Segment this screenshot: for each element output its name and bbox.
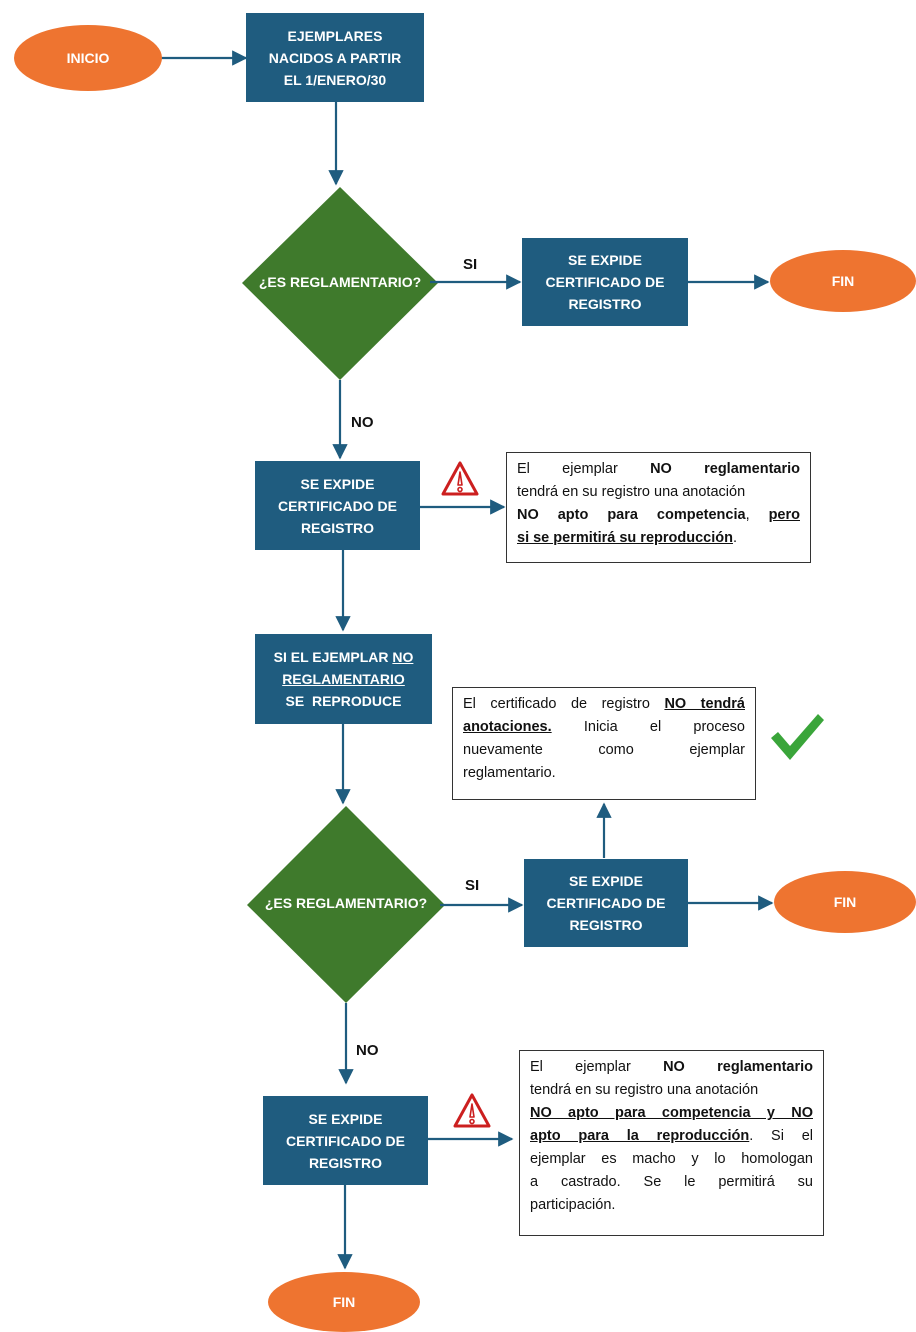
note2-line1-a: El certificado de registro xyxy=(463,696,665,712)
cert2-line1: SE EXPIDE xyxy=(300,475,375,492)
start-label: INICIO xyxy=(66,50,110,66)
cert1-line2: CERTIFICADO DE xyxy=(545,274,665,290)
start-terminal: INICIO xyxy=(14,25,162,91)
decision2-no-label: NO xyxy=(356,1042,379,1059)
note3-line2: tendrá en su registro una anotación xyxy=(530,1082,759,1098)
note3-line4: apto para la reproducción. Si el xyxy=(530,1125,813,1148)
step2-line3: SE REPRODUCE xyxy=(285,693,402,709)
decision2-diamond xyxy=(247,806,445,1003)
note-no-apto-competencia: El ejemplar NO reglamentario tendrá en s… xyxy=(506,452,811,563)
note1-line4: si se permitirá su reproducción. xyxy=(517,527,800,550)
end1-label: FIN xyxy=(831,273,855,289)
note2-line4: reglamentario. xyxy=(463,765,556,781)
note1-line3-c: pero xyxy=(768,507,800,523)
cert3-line2: CERTIFICADO DE xyxy=(546,895,666,911)
note3-line1: El ejemplar NO reglamentario xyxy=(530,1056,813,1079)
step1-line2: NACIDOS A PARTIR xyxy=(268,49,402,66)
cert2-line2: CERTIFICADO DE xyxy=(278,497,397,514)
end2-label: FIN xyxy=(833,894,857,910)
end3-label: FIN xyxy=(332,1294,356,1310)
note2-line3: nuevamente como ejemplar xyxy=(463,742,745,758)
note1-line3: NO apto para competencia, pero xyxy=(517,504,800,527)
note1-line3-a: NO apto para competencia xyxy=(517,507,746,523)
cert4-line1: SE EXPIDE xyxy=(308,1110,383,1127)
cert3-line1: SE EXPIDE xyxy=(569,873,643,889)
note2-line1: El certificado de registro NO tendrá xyxy=(463,693,745,716)
note1-line1-b: NO reglamentario xyxy=(650,461,801,477)
end-terminal-2: FIN xyxy=(774,871,916,933)
step2-line2: REGLAMENTARIO xyxy=(282,671,405,687)
note-no-apto-reproduccion: El ejemplar NO reglamentario tendrá en s… xyxy=(519,1050,824,1236)
step-si-el-ejemplar-reproduce: SI EL EJEMPLAR NO REGLAMENTARIO SE REPRO… xyxy=(255,634,432,724)
note3-line4-b: . Si el xyxy=(749,1128,813,1144)
note-sin-anotaciones: El certificado de registro NO tendrá ano… xyxy=(452,687,756,800)
warning-icon xyxy=(441,461,479,496)
decision1-label: ¿ES REGLAMENTARIO? xyxy=(258,274,422,290)
note3-line4-a: apto para la reproducción xyxy=(530,1128,750,1144)
end-terminal-1: FIN xyxy=(770,250,916,312)
step2-line1-no: NO xyxy=(392,649,414,665)
end-terminal-3: FIN xyxy=(268,1272,420,1332)
cert4-line2: CERTIFICADO DE xyxy=(286,1132,405,1149)
warning-icon xyxy=(453,1093,491,1128)
note3-line1-b: NO reglamentario xyxy=(663,1059,814,1075)
note3-line5: ejemplar es macho y lo homologan xyxy=(530,1151,813,1167)
step2-line1-text: SI EL EJEMPLAR xyxy=(273,649,393,665)
cert4-line3: REGISTRO xyxy=(308,1154,383,1171)
cert3-line3: REGISTRO xyxy=(569,917,643,933)
check-icon xyxy=(771,714,824,760)
cert1-line1: SE EXPIDE xyxy=(568,252,642,268)
note1-line2: tendrá en su registro una anotación xyxy=(517,484,746,500)
decision1-yes-label: SI xyxy=(463,256,478,273)
note1-line4-a: si se permitirá su reproducción xyxy=(517,530,733,546)
cert-box-3: SE EXPIDE CERTIFICADO DE REGISTRO xyxy=(524,859,688,947)
note1-line1: El ejemplar NO reglamentario xyxy=(517,458,800,481)
note3-line3: NO apto para competencia y NO xyxy=(530,1105,813,1121)
step1-line3: EL 1/ENERO/30 xyxy=(283,71,387,88)
note2-line2-b: Inicia el proceso xyxy=(551,719,745,735)
step2-line1: SI EL EJEMPLAR NO xyxy=(274,646,414,668)
cert-box-1: SE EXPIDE CERTIFICADO DE REGISTRO xyxy=(522,238,688,326)
cert2-line3: REGISTRO xyxy=(300,519,375,536)
note2-line2: anotaciones. Inicia el proceso xyxy=(463,716,745,739)
step1-line1: EJEMPLARES xyxy=(287,27,383,44)
decision1-no-label: NO xyxy=(351,414,374,431)
note3-line6: a castrado. Se le permitirá su xyxy=(530,1174,813,1190)
cert-box-2: SE EXPIDE CERTIFICADO DE REGISTRO xyxy=(255,461,420,550)
step-ejemplares-nacidos: EJEMPLARES NACIDOS A PARTIR EL 1/ENERO/3… xyxy=(246,13,424,102)
note2-line2-a: anotaciones. xyxy=(463,719,552,735)
note3-line7: participación. xyxy=(530,1197,616,1213)
note1-line3-b: , xyxy=(745,507,769,523)
note1-line1-a: El ejemplar xyxy=(517,461,651,477)
decision2-label: ¿ES REGLAMENTARIO? xyxy=(264,895,428,911)
decision2-yes-label: SI xyxy=(465,877,480,894)
note1-line4-b: . xyxy=(732,530,737,546)
note3-line1-a: El ejemplar xyxy=(530,1059,664,1075)
note2-line1-b: NO tendrá xyxy=(664,696,745,712)
cert1-line3: REGISTRO xyxy=(568,296,642,312)
decision1-diamond xyxy=(242,187,438,380)
cert-box-4: SE EXPIDE CERTIFICADO DE REGISTRO xyxy=(263,1096,428,1185)
